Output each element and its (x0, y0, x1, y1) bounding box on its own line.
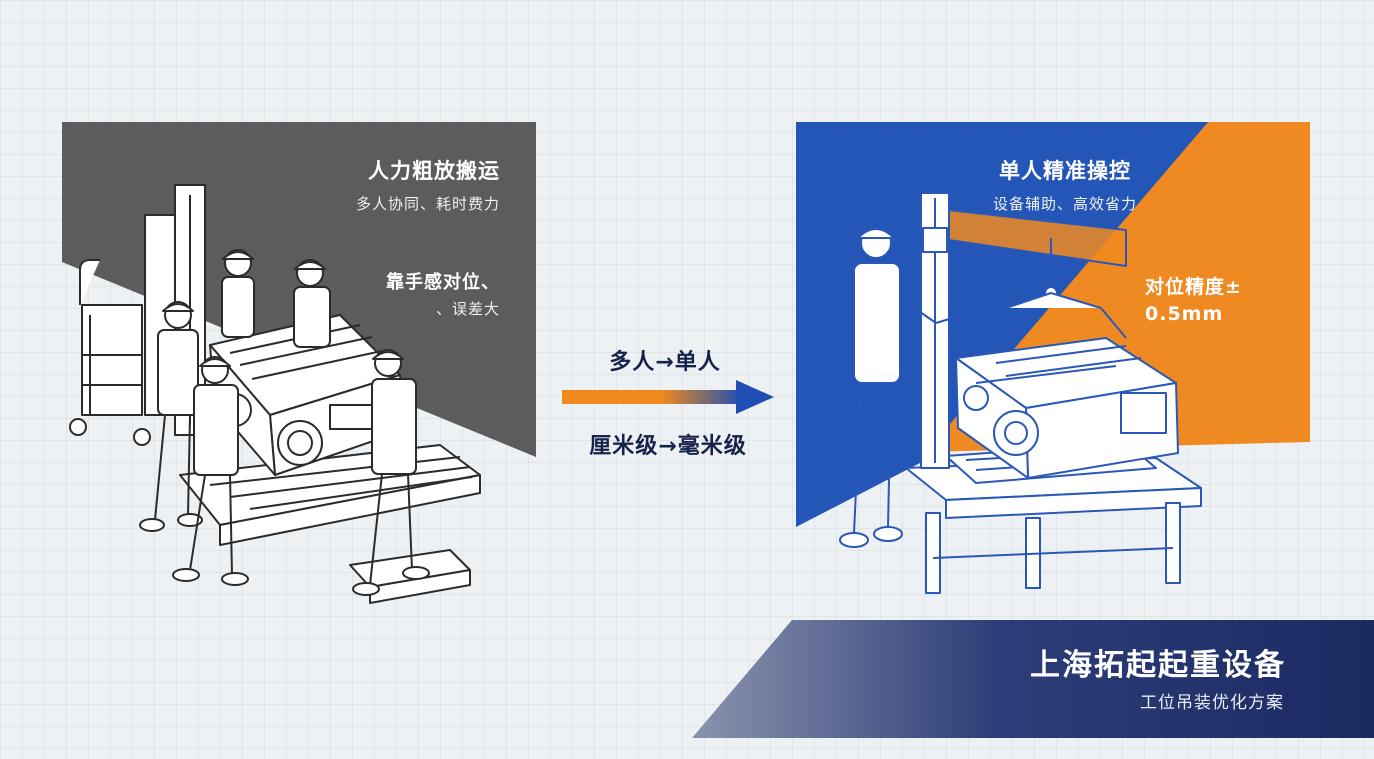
left-subtitle: 多人协同、耗时费力 (355, 195, 500, 213)
transition-precision: 厘米级→毫米级 (589, 434, 747, 459)
left-title-block: 人力粗放搬运 多人协同、耗时费力 (300, 155, 500, 214)
right-title-block: 单人精准操控 设备辅助、高效省力 (960, 155, 1170, 214)
company-banner (692, 620, 1374, 738)
right-note-line2: 0.5mm (1145, 303, 1224, 325)
left-title: 人力粗放搬运 (368, 159, 500, 183)
left-note-line2: 、误差大 (435, 300, 500, 318)
right-title: 单人精准操控 (999, 159, 1131, 183)
left-note-block: 靠手感对位、 、误差大 (320, 268, 500, 319)
right-note-block: 对位精度± 0.5mm (1145, 274, 1295, 328)
right-note-line1: 对位精度± (1145, 276, 1242, 298)
transition-people: 多人→单人 (609, 350, 721, 375)
right-subtitle: 设备辅助、高效省力 (992, 195, 1137, 213)
solution-name: 工位吊装优化方案 (1140, 693, 1284, 713)
gradient-right-arrow-icon (562, 380, 774, 414)
left-note-line1: 靠手感对位、 (386, 272, 500, 293)
company-name: 上海拓起起重设备 (1030, 648, 1286, 683)
